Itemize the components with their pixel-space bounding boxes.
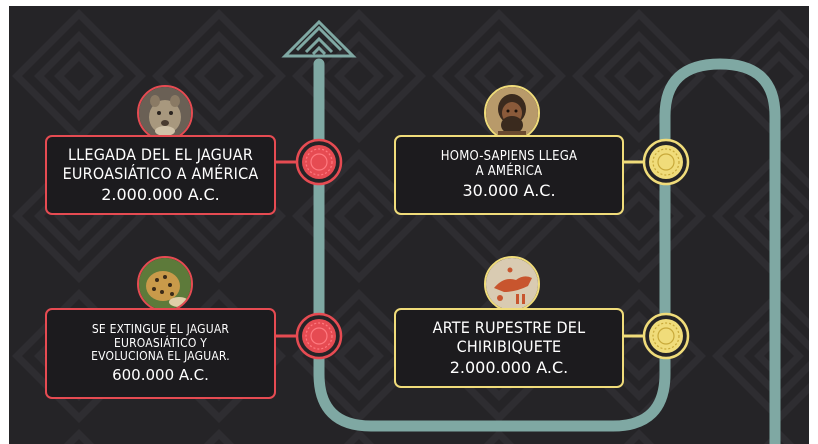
event-card-jaguar-arrival: LLEGADA DEL EL JAGUAR EUROASIÁTICO A AMÉ… xyxy=(45,135,276,215)
rock-painting-photo xyxy=(484,256,540,312)
event-title-line: EUROASIÁTICO Y xyxy=(114,337,207,351)
event-date: 2.000.000 A.C. xyxy=(450,358,569,377)
jaguar-head-photo xyxy=(137,85,193,141)
event-card-jaguar-extinction: SE EXTINGUE EL JAGUAR EUROASIÁTICO Y EVO… xyxy=(45,308,276,399)
sun-node-icon xyxy=(644,314,688,358)
target-node-icon xyxy=(297,314,341,358)
event-card-rock-art: ARTE RUPESTRE DEL CHIRIBIQUETE 2.000.000… xyxy=(394,308,624,388)
event-title-line: EUROASIÁTICO A AMÉRICA xyxy=(63,165,259,183)
event-title-line: CHIRIBIQUETE xyxy=(457,338,562,356)
event-card-homo-sapiens: HOMO-SAPIENS LLEGA A AMÉRICA 30.000 A.C. xyxy=(394,135,624,215)
event-title-line: A AMÉRICA xyxy=(476,165,543,180)
event-title-line: EVOLUCIONA EL JAGUAR. xyxy=(91,350,230,364)
event-title-line: SE EXTINGUE EL JAGUAR xyxy=(92,323,229,337)
event-date: 2.000.000 A.C. xyxy=(101,185,220,204)
event-date: 30.000 A.C. xyxy=(462,181,555,200)
event-title-line: HOMO-SAPIENS LLEGA xyxy=(441,150,577,165)
event-title-line: LLEGADA DEL EL JAGUAR xyxy=(68,146,253,164)
timeline-infographic: LLEGADA DEL EL JAGUAR EUROASIÁTICO A AMÉ… xyxy=(9,6,809,444)
target-node-icon xyxy=(297,140,341,184)
event-title-line: ARTE RUPESTRE DEL xyxy=(433,319,586,337)
sun-node-icon xyxy=(644,140,688,184)
event-date: 600.000 A.C. xyxy=(112,366,209,384)
spotted-jaguar-photo xyxy=(137,256,193,312)
early-human-photo xyxy=(484,85,540,141)
